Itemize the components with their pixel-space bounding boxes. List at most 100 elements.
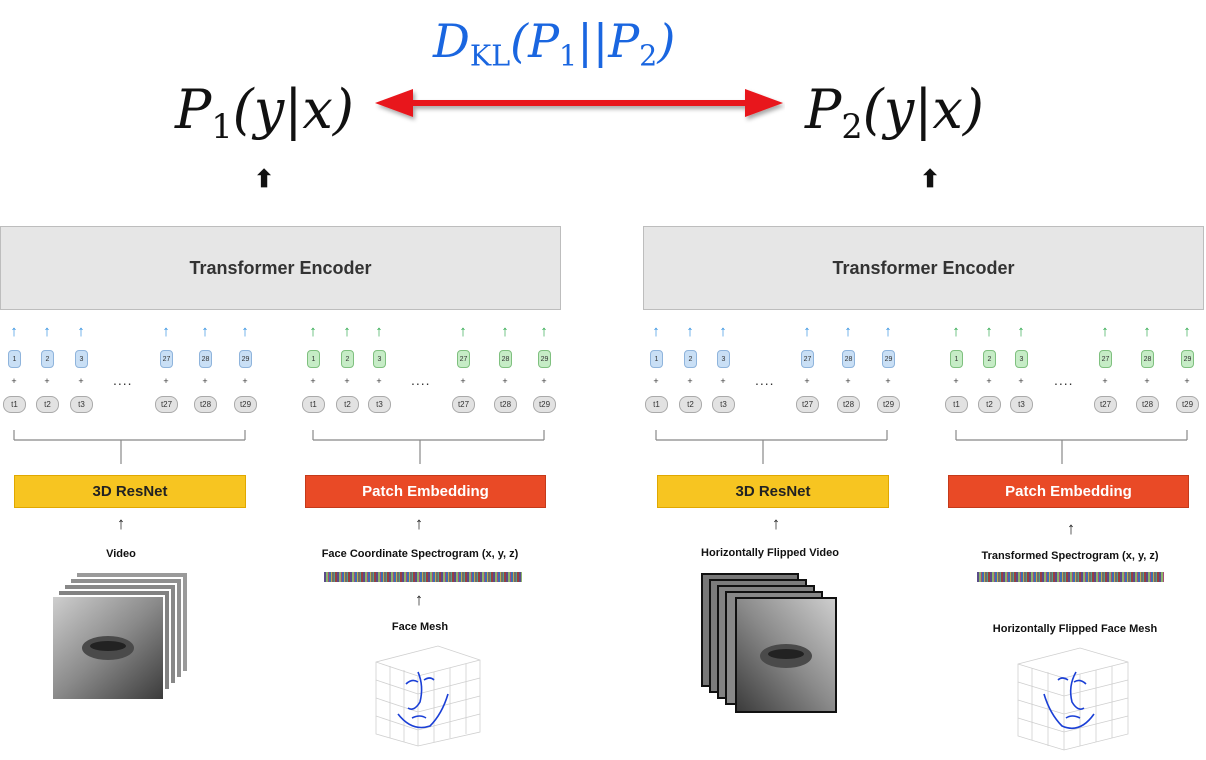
right-mesh-token-1: 1	[950, 350, 963, 368]
right-visual-position-t27: t27	[796, 396, 819, 413]
right-patch-embedding-block: Patch Embedding	[948, 475, 1189, 508]
right-visual-token-arrow-icon: ↑	[803, 323, 811, 340]
left-video-arrow-icon: ↑	[116, 514, 126, 533]
right-mesh-token-arrow-icon: ↑	[1017, 323, 1025, 340]
left-mesh-plus-sign: +	[344, 376, 350, 386]
left-patch-embedding-block: Patch Embedding	[305, 475, 546, 508]
left-visual-token-arrow-icon: ↑	[77, 323, 85, 340]
left-mesh-position-t29: t29	[533, 396, 556, 413]
right-mesh-plus-sign: +	[953, 376, 959, 386]
right-mesh-plus-sign: +	[986, 376, 992, 386]
left-mesh-token-29: 29	[538, 350, 551, 368]
left-mesh-position-t27: t27	[452, 396, 475, 413]
branch-connectors	[13, 430, 1188, 464]
right-mesh-plus-sign: +	[1144, 376, 1150, 386]
left-video-label: Video	[106, 548, 136, 560]
left-mesh-position-t2: t2	[336, 396, 359, 413]
left-mesh-plus-sign: +	[541, 376, 547, 386]
left-mesh-token-1: 1	[307, 350, 320, 368]
right-video-frames-image	[701, 573, 837, 713]
left-visual-token-arrow-icon: ↑	[241, 323, 249, 340]
left-visual-plus-sign: +	[202, 376, 208, 386]
left-spectrogram-image	[324, 572, 522, 582]
left-visual-token-1: 1	[8, 350, 21, 368]
right-visual-position-t3: t3	[712, 396, 735, 413]
left-spectrogram-arrow-icon: ↑	[414, 514, 424, 533]
left-mesh-token-27: 27	[457, 350, 470, 368]
right-visual-plus-sign: +	[885, 376, 891, 386]
right-mesh-token-arrow-icon: ↑	[952, 323, 960, 340]
right-mesh-plus-sign: +	[1102, 376, 1108, 386]
right-visual-token-arrow-icon: ↑	[844, 323, 852, 340]
left-probability: P1(y|x)	[175, 78, 354, 147]
left-mesh-token-arrow-icon: ↑	[501, 323, 509, 340]
left-mesh-position-t3: t3	[368, 396, 391, 413]
left-mesh-label: Face Mesh	[391, 621, 449, 633]
left-visual-position-t1: t1	[3, 396, 26, 413]
right-mesh-token-arrow-icon: ↑	[985, 323, 993, 340]
right-mesh-token-2: 2	[983, 350, 996, 368]
right-visual-plus-sign: +	[653, 376, 659, 386]
right-mesh-token-27: 27	[1099, 350, 1112, 368]
left-visual-token-3: 3	[75, 350, 88, 368]
left-visual-token-2: 2	[41, 350, 54, 368]
left-visual-position-t27: t27	[155, 396, 178, 413]
right-visual-position-t1: t1	[645, 396, 668, 413]
left-mesh-token-arrow-icon: ↑	[309, 323, 317, 340]
right-spectrogram-label: Transformed Spectrogram (x, y, z)	[981, 550, 1159, 562]
right-mesh-position-t1: t1	[945, 396, 968, 413]
left-mesh-arrow-icon: ↑	[414, 590, 424, 609]
left-mesh-token-28: 28	[499, 350, 512, 368]
left-mesh-token-arrow-icon: ↑	[540, 323, 548, 340]
left-mesh-plus-sign: +	[460, 376, 466, 386]
right-video-arrow-icon: ↑	[771, 514, 781, 533]
right-visual-token-3: 3	[717, 350, 730, 368]
right-visual-token-2: 2	[684, 350, 697, 368]
left-output-arrow-icon: ⬆	[254, 166, 275, 193]
right-output-arrow-icon: ⬆	[920, 166, 941, 193]
left-visual-plus-sign: +	[163, 376, 169, 386]
right-probability: P2(y|x)	[805, 78, 984, 147]
right-visual-token-arrow-icon: ↑	[652, 323, 660, 340]
left-visual-token-arrow-icon: ↑	[10, 323, 18, 340]
left-visual-plus-sign: +	[44, 376, 50, 386]
right-3d-resnet-block: 3D ResNet	[657, 475, 889, 508]
right-mesh-token-arrow-icon: ↑	[1143, 323, 1151, 340]
right-visual-token-29: 29	[882, 350, 895, 368]
left-mesh-token-arrow-icon: ↑	[343, 323, 351, 340]
left-visual-plus-sign: +	[242, 376, 248, 386]
kl-divergence-label: DKL(P1||P2)	[433, 14, 675, 73]
left-visual-position-t3: t3	[70, 396, 93, 413]
right-mesh-position-t3: t3	[1010, 396, 1033, 413]
right-visual-plus-sign: +	[845, 376, 851, 386]
left-visual-position-t29: t29	[234, 396, 257, 413]
right-visual-token-28: 28	[842, 350, 855, 368]
left-mesh-token-arrow-icon: ↑	[459, 323, 467, 340]
left-transformer-encoder: Transformer Encoder	[0, 226, 561, 310]
right-visual-plus-sign: +	[687, 376, 693, 386]
right-mesh-token-arrow-icon: ↑	[1101, 323, 1109, 340]
right-visual-plus-sign: +	[804, 376, 810, 386]
left-visual-position-t28: t28	[194, 396, 217, 413]
right-mesh-plus-sign: +	[1184, 376, 1190, 386]
right-visual-token-arrow-icon: ↑	[686, 323, 694, 340]
right-visual-token-arrow-icon: ↑	[719, 323, 727, 340]
kl-d: DKL	[433, 14, 511, 73]
left-mesh-plus-sign: +	[376, 376, 382, 386]
left-visual-token-28: 28	[199, 350, 212, 368]
right-mesh-position-t28: t28	[1136, 396, 1159, 413]
left-spectrogram-label: Face Coordinate Spectrogram (x, y, z)	[321, 548, 519, 560]
left-mesh-position-t28: t28	[494, 396, 517, 413]
left-mesh-plus-sign: +	[310, 376, 316, 386]
right-spectrogram-arrow-icon: ↑	[1066, 519, 1076, 538]
right-visual-token-arrow-icon: ↑	[884, 323, 892, 340]
right-mesh-token-3: 3	[1015, 350, 1028, 368]
right-mesh-position-t2: t2	[978, 396, 1001, 413]
left-mesh-token-3: 3	[373, 350, 386, 368]
left-visual-plus-sign: +	[78, 376, 84, 386]
right-visual-plus-sign: +	[720, 376, 726, 386]
left-mesh-token-2: 2	[341, 350, 354, 368]
left-visual-ellipsis: ....	[113, 372, 133, 388]
right-visual-ellipsis: ....	[755, 372, 775, 388]
left-mesh-position-t1: t1	[302, 396, 325, 413]
